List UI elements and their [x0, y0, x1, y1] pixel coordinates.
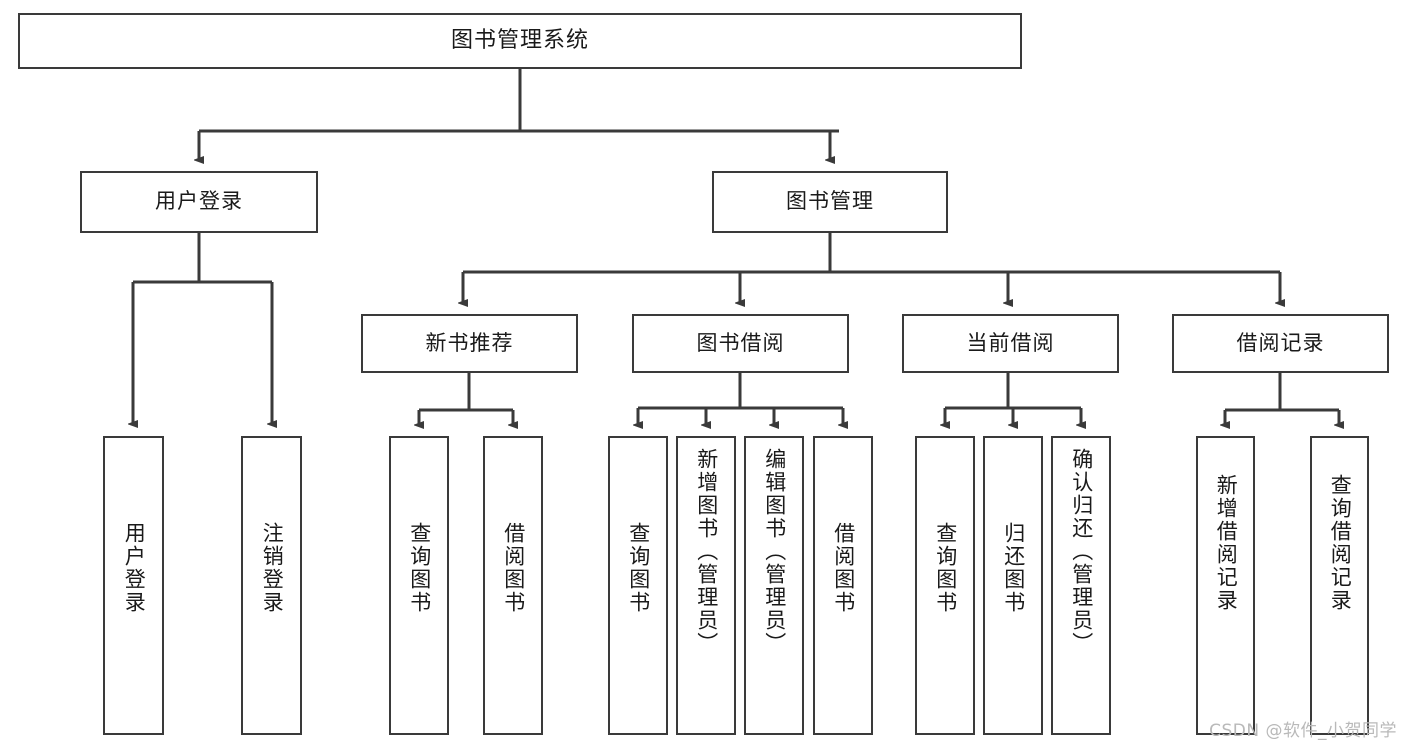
- node-leaf-query-book-1-label: 查询图书: [407, 522, 432, 614]
- node-leaf-edit-book[interactable]: 编辑图书（管理员）: [744, 436, 804, 735]
- node-leaf-add-record-label: 新增借阅记录: [1214, 474, 1239, 612]
- node-leaf-edit-book-label: 编辑图书（管理员）: [762, 448, 787, 655]
- node-leaf-return-book[interactable]: 归还图书: [983, 436, 1043, 735]
- node-leaf-borrow-book-1-label: 借阅图书: [501, 522, 526, 614]
- node-new-book-recommend[interactable]: 新书推荐: [361, 314, 578, 373]
- node-borrow-record-label: 借阅记录: [1236, 330, 1325, 355]
- node-leaf-add-record[interactable]: 新增借阅记录: [1196, 436, 1255, 735]
- node-current-borrow-label: 当前借阅: [966, 330, 1055, 355]
- node-leaf-return-book-label: 归还图书: [1001, 522, 1026, 614]
- node-leaf-user-login[interactable]: 用户登录: [103, 436, 164, 735]
- node-book-borrow[interactable]: 图书借阅: [632, 314, 849, 373]
- node-leaf-query-book-2[interactable]: 查询图书: [608, 436, 668, 735]
- node-leaf-user-login-label: 用户登录: [122, 522, 147, 614]
- node-leaf-user-logout-label: 注销登录: [260, 522, 285, 614]
- node-borrow-record[interactable]: 借阅记录: [1172, 314, 1389, 373]
- node-leaf-query-record-label: 查询借阅记录: [1328, 474, 1353, 612]
- node-leaf-query-book-1[interactable]: 查询图书: [389, 436, 449, 735]
- node-leaf-borrow-book-2-label: 借阅图书: [831, 522, 856, 614]
- node-user-login[interactable]: 用户登录: [80, 171, 318, 233]
- node-leaf-query-record[interactable]: 查询借阅记录: [1310, 436, 1369, 735]
- node-new-book-recommend-label: 新书推荐: [425, 330, 514, 355]
- node-user-login-label: 用户登录: [155, 189, 243, 214]
- node-leaf-borrow-book-1[interactable]: 借阅图书: [483, 436, 543, 735]
- node-book-borrow-label: 图书借阅: [696, 330, 785, 355]
- node-book-management-label: 图书管理: [786, 189, 874, 214]
- node-leaf-borrow-book-2[interactable]: 借阅图书: [813, 436, 873, 735]
- node-root-system[interactable]: 图书管理系统: [18, 13, 1022, 69]
- node-leaf-confirm-return[interactable]: 确认归还（管理员）: [1051, 436, 1111, 735]
- node-book-management[interactable]: 图书管理: [712, 171, 948, 233]
- node-leaf-query-book-2-label: 查询图书: [626, 522, 651, 614]
- node-leaf-query-book-3-label: 查询图书: [933, 522, 958, 614]
- node-leaf-add-book[interactable]: 新增图书（管理员）: [676, 436, 736, 735]
- node-current-borrow[interactable]: 当前借阅: [902, 314, 1119, 373]
- csdn-watermark: CSDN @软件_小贺同学: [1209, 721, 1397, 741]
- node-leaf-user-logout[interactable]: 注销登录: [241, 436, 302, 735]
- node-leaf-query-book-3[interactable]: 查询图书: [915, 436, 975, 735]
- node-leaf-add-book-label: 新增图书（管理员）: [694, 448, 719, 655]
- node-root-label: 图书管理系统: [450, 27, 589, 53]
- node-leaf-confirm-return-label: 确认归还（管理员）: [1069, 448, 1094, 655]
